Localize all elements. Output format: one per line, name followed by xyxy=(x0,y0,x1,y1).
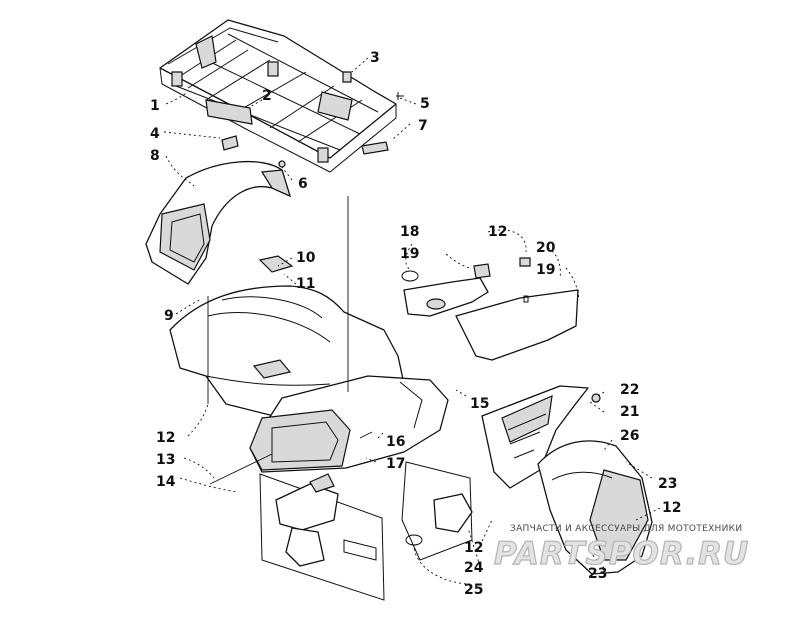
callout-21: 21 xyxy=(620,404,639,420)
side-panel-right xyxy=(455,257,579,361)
callout-26: 26 xyxy=(620,428,639,444)
watermark-logo: PARTSPOR.RU xyxy=(493,535,750,572)
callout-13: 13 xyxy=(156,452,175,468)
callout-24: 24 xyxy=(464,560,484,576)
axis-lines xyxy=(207,196,373,485)
callout-22: 22 xyxy=(620,382,639,398)
callout-20: 20 xyxy=(536,240,556,256)
callout-18: 18 xyxy=(400,224,419,240)
front-fender xyxy=(249,375,449,473)
callout-2: 2 xyxy=(262,88,272,104)
callout-4: 4 xyxy=(150,126,160,142)
lower-bracket xyxy=(401,461,473,561)
splash-guard xyxy=(537,440,653,575)
callout-5: 5 xyxy=(420,96,430,112)
rear-fender xyxy=(145,161,291,285)
callout-12-d: 12 xyxy=(464,540,483,556)
callout-19-a: 19 xyxy=(400,246,419,262)
callout-12-a: 12 xyxy=(156,430,175,446)
callout-3: 3 xyxy=(370,50,380,66)
callout-19-b: 19 xyxy=(536,262,555,278)
callout-11: 11 xyxy=(296,276,315,292)
callout-15: 15 xyxy=(470,396,489,412)
frame-section xyxy=(259,473,385,601)
callout-9: 9 xyxy=(164,308,174,324)
callout-6: 6 xyxy=(298,176,308,192)
callout-labels: 1 2 3 4 5 6 7 8 9 10 11 12 13 14 15 16 1… xyxy=(150,50,681,598)
rear-rack xyxy=(159,19,397,173)
callout-12-c: 12 xyxy=(662,500,681,516)
callout-12-b: 12 xyxy=(488,224,507,240)
callout-23-b: 23 xyxy=(588,566,607,582)
callout-10: 10 xyxy=(296,250,316,266)
callout-7: 7 xyxy=(418,118,428,134)
callout-16: 16 xyxy=(386,434,405,450)
callout-1: 1 xyxy=(150,98,160,114)
leader-lines xyxy=(163,57,661,585)
callout-8: 8 xyxy=(150,148,160,164)
callout-17: 17 xyxy=(386,456,405,472)
watermark-caption: ЗАПЧАСТИ И АКСЕССУАРЫ ДЛЯ МОТОТЕХНИКИ xyxy=(510,524,743,534)
callout-14: 14 xyxy=(156,474,176,490)
hardware xyxy=(221,71,404,168)
callout-25: 25 xyxy=(464,582,483,598)
side-panel-left xyxy=(401,270,489,317)
footwell-panel xyxy=(481,385,601,489)
callout-23-a: 23 xyxy=(658,476,677,492)
